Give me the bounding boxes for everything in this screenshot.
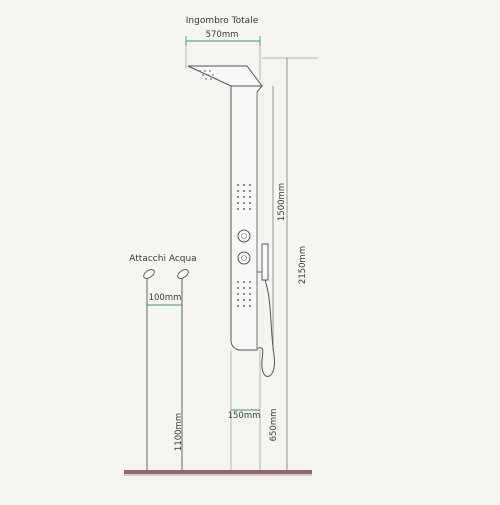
shower-hose [256, 279, 276, 377]
floor-line [124, 470, 312, 474]
overall-title-label: Ingombro Totale [186, 16, 259, 26]
shower-head-nozzles [199, 70, 217, 80]
overall-width-label: 570mm [206, 30, 239, 40]
connection-spacing-label: 100mm [149, 293, 182, 303]
upper-body-jets [237, 184, 251, 210]
connection-height-label: 1100mm [174, 413, 184, 451]
hand-shower [261, 243, 269, 281]
total-height-label: 2150mm [298, 246, 308, 284]
top-knob-center [241, 233, 247, 239]
bottom-knob-center [241, 255, 247, 261]
shower-panel-column [230, 85, 264, 351]
hot-water-fitting-icon [177, 269, 189, 279]
water-connections-label: Attacchi Acqua [129, 254, 196, 264]
shower-head [187, 65, 263, 87]
cold-water-fitting-icon [143, 269, 155, 279]
top-control-knob [237, 229, 251, 243]
lower-body-jets [237, 281, 251, 307]
wall-offset-label: 150mm [228, 411, 261, 421]
bottom-control-knob [237, 251, 251, 265]
panel-base-height-label: 650mm [269, 409, 279, 442]
panel-height-label: 1500mm [277, 183, 287, 221]
